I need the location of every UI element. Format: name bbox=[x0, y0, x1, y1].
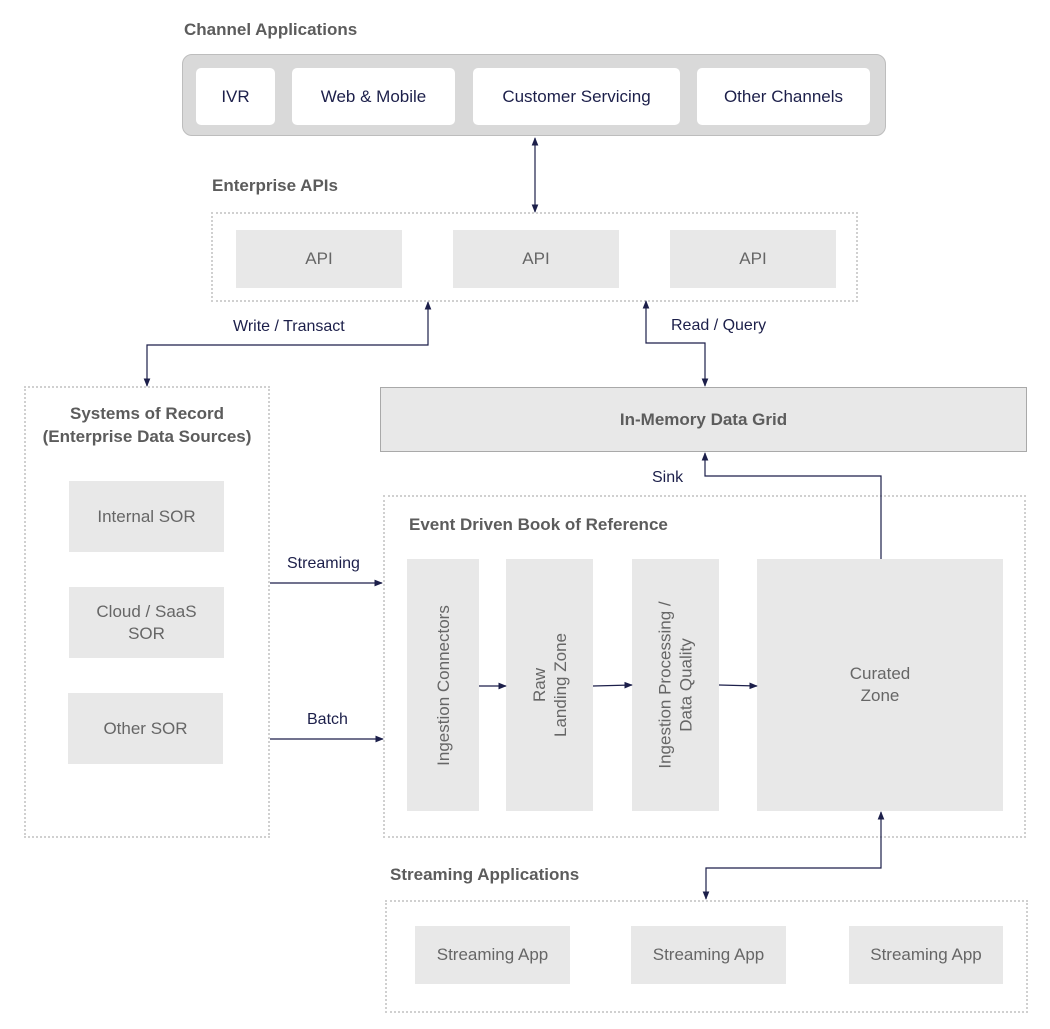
raw-landing-zone[interactable]: Raw Landing Zone bbox=[506, 559, 593, 811]
sor-cloud-saas-line1: Cloud / SaaS bbox=[96, 601, 197, 621]
enterprise-apis-title: Enterprise APIs bbox=[212, 176, 338, 195]
streaming-applications-container bbox=[385, 900, 1028, 1013]
in-memory-data-grid[interactable]: In-Memory Data Grid bbox=[380, 387, 1027, 452]
curated-zone[interactable]: Curated Zone bbox=[757, 559, 1003, 811]
sor-other[interactable]: Other SOR bbox=[68, 693, 223, 764]
channel-other-channels[interactable]: Other Channels bbox=[697, 68, 870, 125]
sor-internal[interactable]: Internal SOR bbox=[69, 481, 224, 552]
systems-of-record-title-line2: (Enterprise Data Sources) bbox=[42, 427, 252, 446]
ingestion-connectors[interactable]: Ingestion Connectors bbox=[407, 559, 479, 811]
systems-of-record-title: Systems of Record (Enterprise Data Sourc… bbox=[24, 402, 270, 448]
streaming-app-2[interactable]: Streaming App bbox=[631, 926, 786, 984]
enterprise-apis-container bbox=[211, 212, 858, 302]
sor-internal-label: Internal SOR bbox=[97, 506, 196, 526]
channel-applications-title: Channel Applications bbox=[184, 20, 358, 39]
sor-cloud-saas-line2: SOR bbox=[128, 623, 165, 643]
curated-streaming-apps-arrow bbox=[702, 811, 885, 900]
raw-to-processing-arrow bbox=[592, 681, 633, 689]
sink-arrow bbox=[701, 452, 882, 559]
api-box-3[interactable]: API bbox=[670, 230, 836, 288]
streaming-label: Streaming bbox=[287, 555, 360, 572]
curated-zone-line1: Curated bbox=[849, 664, 911, 683]
sor-cloud-saas[interactable]: Cloud / SaaS SOR bbox=[69, 587, 224, 658]
channel-customer-servicing[interactable]: Customer Servicing bbox=[473, 68, 680, 125]
batch-label: Batch bbox=[307, 711, 348, 728]
read-query-arrow bbox=[642, 300, 709, 387]
streaming-app-3[interactable]: Streaming App bbox=[849, 926, 1003, 984]
systems-of-record-container bbox=[24, 386, 270, 838]
write-transact-arrow bbox=[143, 301, 432, 387]
sink-label: Sink bbox=[652, 469, 684, 486]
ingestion-processing[interactable]: Ingestion Processing / Data Quality bbox=[632, 559, 719, 811]
channel-ivr[interactable]: IVR bbox=[196, 68, 275, 125]
processing-to-curated-arrow bbox=[718, 682, 758, 690]
streaming-app-1[interactable]: Streaming App bbox=[415, 926, 570, 984]
sor-other-label: Other SOR bbox=[103, 718, 188, 738]
api-box-1[interactable]: API bbox=[236, 230, 402, 288]
systems-of-record-title-line1: Systems of Record bbox=[70, 404, 224, 423]
event-driven-title: Event Driven Book of Reference bbox=[409, 515, 668, 534]
streaming-applications-title: Streaming Applications bbox=[390, 865, 580, 884]
curated-zone-line2: Zone bbox=[860, 686, 900, 705]
channel-web-mobile[interactable]: Web & Mobile bbox=[292, 68, 455, 125]
api-box-2[interactable]: API bbox=[453, 230, 619, 288]
